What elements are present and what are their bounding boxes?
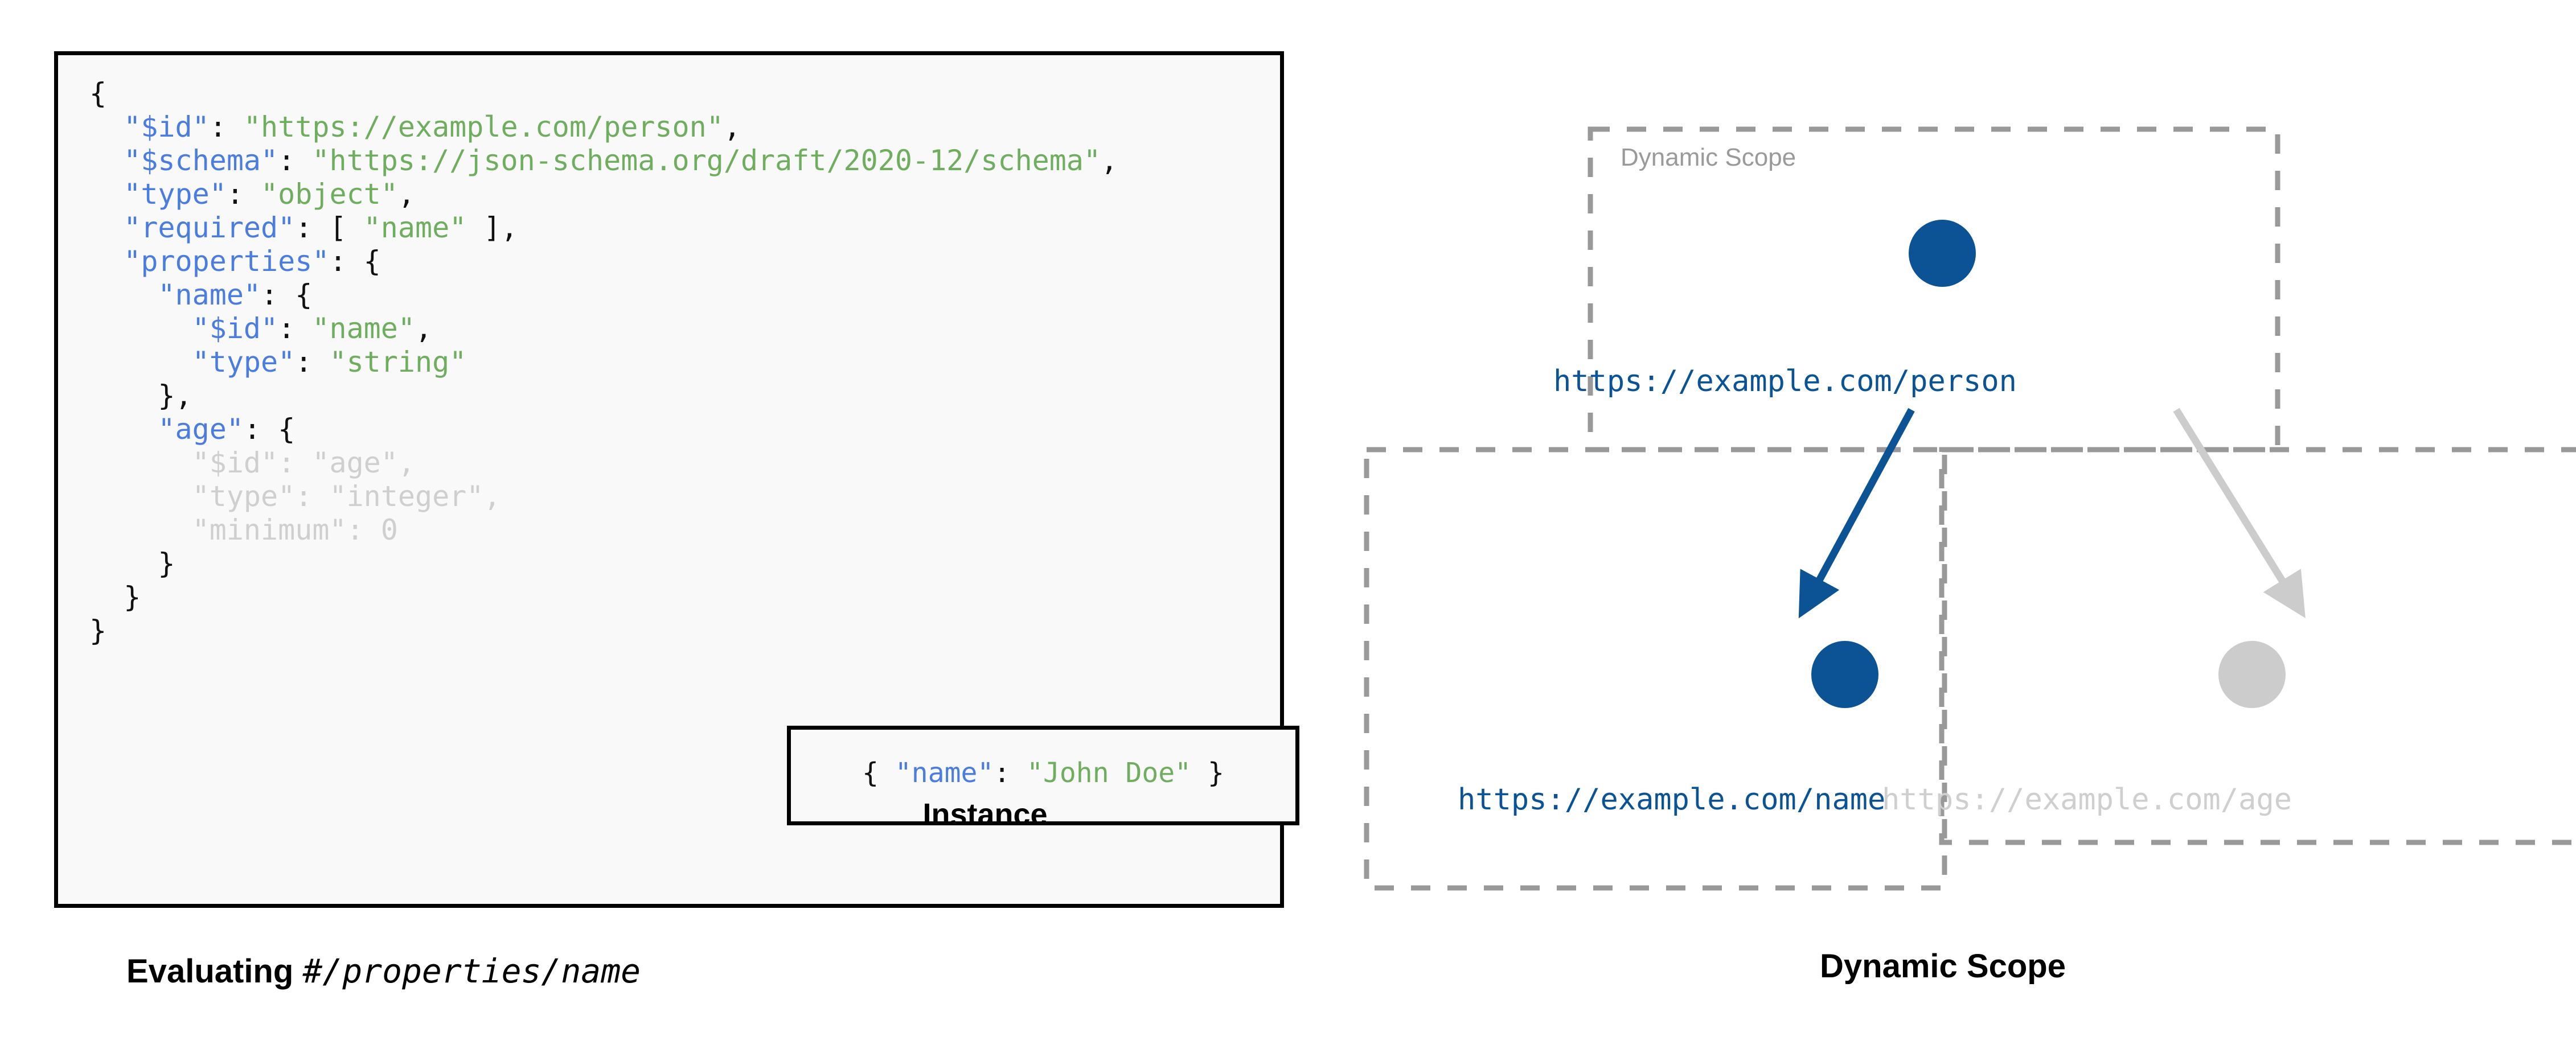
code-token: ,: [397, 446, 415, 479]
left-caption-bold: Evaluating: [126, 953, 303, 990]
node-circle-name[interactable]: [1811, 641, 1878, 708]
instance-token: "John Doe": [1027, 757, 1192, 789]
instance-caption: Instance: [922, 797, 1048, 832]
code-token: "type": [192, 345, 296, 379]
edge-person-to-age: [2173, 408, 2306, 619]
code-token: : [: [295, 211, 364, 244]
code-token: "$id": [124, 110, 210, 143]
code-token: }: [158, 547, 175, 580]
code-token: :: [226, 178, 261, 211]
code-token: :: [278, 446, 313, 479]
code-token: : {: [243, 413, 296, 446]
code-token: "minimum": [192, 513, 347, 546]
code-line: }: [89, 581, 1118, 614]
node-circle-person[interactable]: [1909, 220, 1976, 287]
code-token: :: [278, 312, 313, 345]
code-line: "$id": "https://example.com/person",: [89, 110, 1118, 144]
instance-token: {: [862, 757, 895, 789]
code-token: "type": [192, 480, 296, 513]
code-line: "$id": "name",: [89, 312, 1118, 345]
schema-code-panel: { "$id": "https://example.com/person", "…: [54, 51, 1299, 908]
code-line: "type": "integer",: [89, 480, 1118, 513]
node-label-age: https://example.com/age: [1882, 783, 2292, 817]
code-token: "age": [158, 413, 244, 446]
code-line: "required": [ "name" ],: [89, 211, 1118, 245]
code-line: "type": "string": [89, 345, 1118, 379]
code-token: }: [89, 614, 107, 647]
code-token: : {: [329, 245, 381, 278]
edge-person-to-name: [1798, 408, 1915, 619]
instance-token: }: [1191, 757, 1224, 789]
scope-box-person: [1588, 126, 2280, 453]
left-figure-caption: Evaluating #/properties/name: [126, 952, 641, 990]
code-token: {: [89, 77, 107, 110]
code-token: "name": [363, 211, 467, 244]
code-token: "object": [261, 178, 398, 211]
scope-box-label: Dynamic Scope: [1621, 143, 1796, 171]
code-line: "age": {: [89, 413, 1118, 446]
code-line: "$schema": "https://json-schema.org/draf…: [89, 144, 1118, 178]
node-label-name: https://example.com/name: [1458, 783, 1886, 817]
code-token: : {: [261, 278, 313, 311]
instance-box: { "name": "John Doe" }: [787, 726, 1299, 825]
code-line: "minimum": 0: [89, 513, 1118, 547]
code-line: },: [89, 379, 1118, 413]
code-token: "integer": [329, 480, 484, 513]
code-line: }: [89, 547, 1118, 581]
node-label-person: https://example.com/person: [1553, 364, 2017, 398]
node-circle-age[interactable]: [2218, 641, 2286, 708]
scope-box-age: [1939, 447, 2576, 845]
code-token: ,: [397, 178, 415, 211]
code-line: "properties": {: [89, 245, 1118, 278]
code-line: "name": {: [89, 278, 1118, 312]
code-token: "age": [312, 446, 398, 479]
instance-token: :: [994, 757, 1027, 789]
code-token: ],: [466, 211, 518, 244]
code-token: ,: [483, 480, 501, 513]
code-token: "name": [312, 312, 415, 345]
code-token: },: [158, 379, 192, 412]
code-line: "$id": "age",: [89, 446, 1118, 480]
code-line: "type": "object",: [89, 178, 1118, 211]
code-token: "required": [124, 211, 296, 244]
code-token: :: [209, 110, 244, 143]
dynamic-scope-diagram: Dynamic Scope https://example.com/person…: [1310, 0, 2576, 1053]
code-token: "name": [158, 278, 261, 311]
instance-json-code: { "name": "John Doe" }: [791, 757, 1295, 789]
code-token: "https://example.com/person": [243, 110, 724, 143]
code-token: "https://json-schema.org/draft/2020-12/s…: [312, 144, 1101, 177]
code-token: "string": [329, 345, 467, 379]
code-token: "type": [124, 178, 227, 211]
diagram-canvas: [1364, 126, 2576, 891]
code-token: : 0: [346, 513, 398, 546]
code-token: ,: [1101, 144, 1118, 177]
code-token: :: [295, 480, 330, 513]
code-token: "$id": [192, 312, 278, 345]
code-line: {: [89, 77, 1118, 110]
instance-token: "name": [895, 757, 994, 789]
code-token: :: [278, 144, 313, 177]
code-token: }: [124, 581, 141, 614]
right-figure-caption: Dynamic Scope: [1820, 948, 2066, 985]
code-token: :: [295, 345, 330, 379]
code-line: }: [89, 614, 1118, 648]
code-token: "properties": [124, 245, 330, 278]
left-caption-pointer: #/properties/name: [302, 952, 641, 990]
code-token: "$id": [192, 446, 278, 479]
code-token: ,: [723, 110, 741, 143]
schema-json-code: { "$id": "https://example.com/person", "…: [89, 77, 1118, 648]
code-token: ,: [415, 312, 433, 345]
code-token: "$schema": [124, 144, 278, 177]
